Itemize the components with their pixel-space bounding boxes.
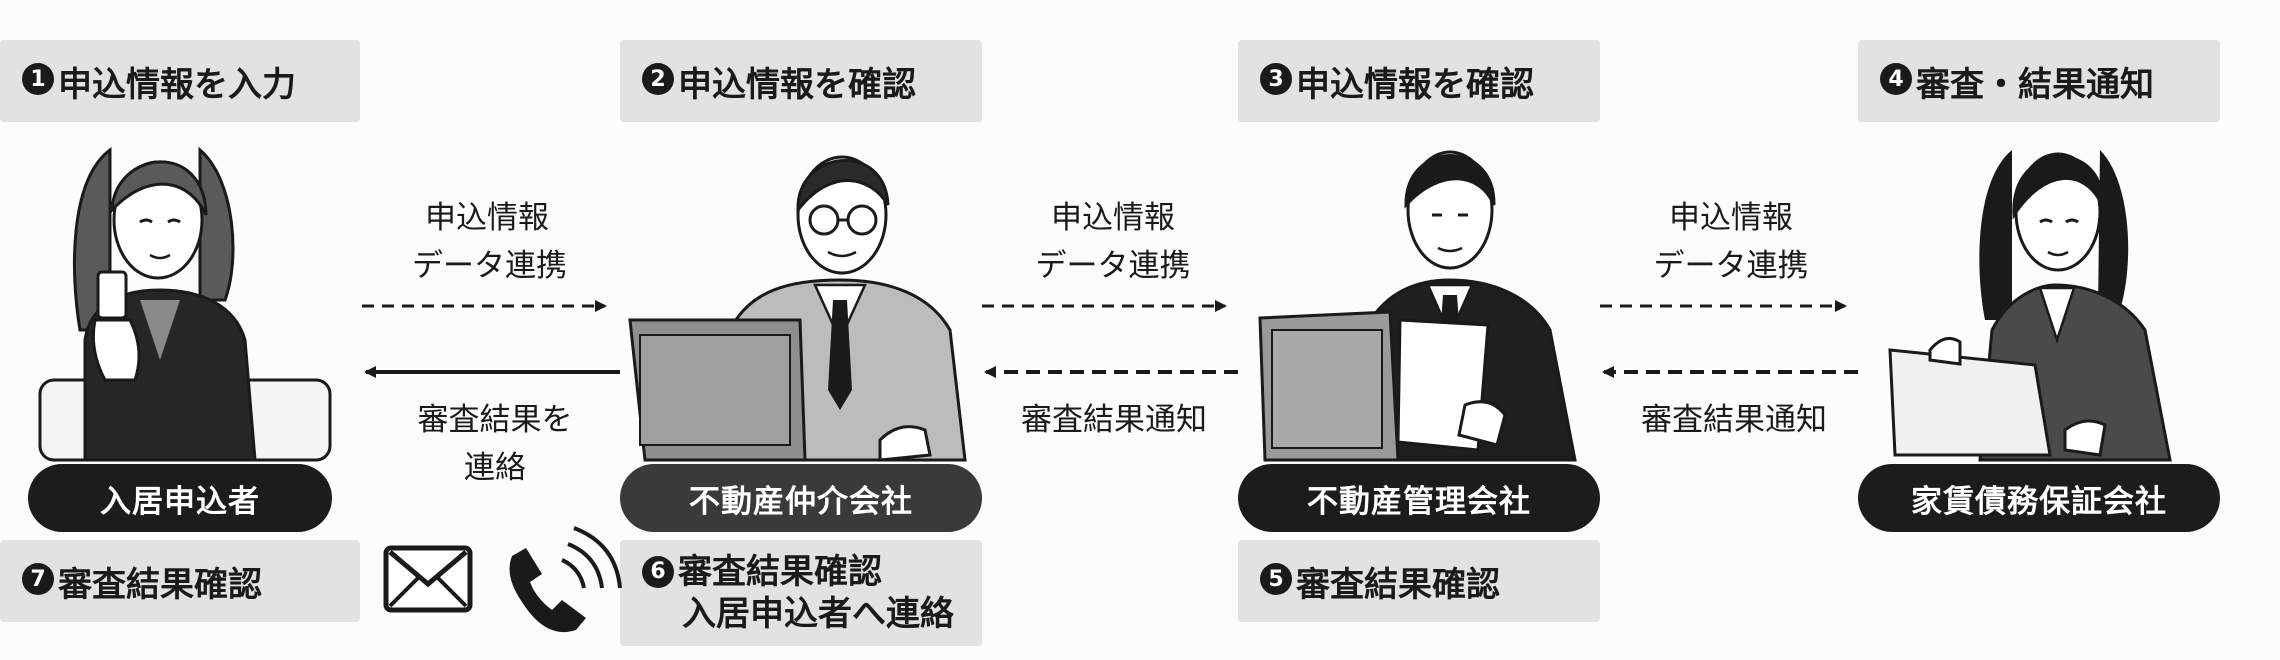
role-manager: 不動産管理会社 [1238, 464, 1600, 532]
broker-illustration [628, 155, 967, 462]
step-1-text: 申込情報を入力 [58, 64, 296, 105]
flow-data-label-1-line2: データ連携 [412, 248, 567, 284]
step-3-number: 3 [1260, 63, 1292, 95]
flow-data-label-2-line2: データ連携 [1035, 248, 1191, 284]
flow-data-label-3: 申込情報 データ連携 [1646, 194, 1816, 290]
flow-contact-label-line1: 審査結果を [417, 402, 573, 438]
guarantor-illustration [1888, 150, 2172, 462]
step-7-text: 審査結果確認 [58, 564, 262, 605]
applicant-illustration [38, 146, 332, 462]
flow-notify-label-2-text: 審査結果通知 [1641, 402, 1827, 438]
step-6-text2: 入居申込者へ連絡 [682, 594, 954, 634]
phone-icon [509, 526, 622, 633]
step-7-number: 7 [22, 563, 54, 595]
flow-notify-label-1: 審査結果通知 [1006, 396, 1222, 444]
flow-data-label-1-line1: 申込情報 [425, 200, 549, 236]
mail-icon [383, 545, 473, 613]
flow-notify-label-1-text: 審査結果通知 [1021, 402, 1207, 438]
role-applicant: 入居申込者 [28, 464, 332, 532]
role-guarantor: 家賃債務保証会社 [1858, 464, 2220, 532]
flow-data-label-3-line1: 申込情報 [1669, 200, 1793, 236]
step-1-number: 1 [22, 63, 54, 95]
step-6-text: 審査結果確認 [678, 552, 882, 592]
flow-data-label-2: 申込情報 データ連携 [1028, 194, 1198, 290]
flow-data-label-1: 申込情報 データ連携 [412, 194, 567, 290]
step-5-number: 5 [1260, 563, 1292, 595]
step-5-text: 審査結果確認 [1296, 564, 1500, 605]
step-2-number: 2 [642, 63, 674, 95]
step-4-text: 審査・結果通知 [1916, 64, 2154, 105]
step-6-number: 6 [642, 555, 674, 588]
flow-data-label-3-line2: データ連携 [1653, 248, 1809, 284]
step-2-text: 申込情報を確認 [678, 64, 916, 105]
flow-contact-label-line2: 連絡 [464, 450, 526, 486]
flow-data-label-2-line1: 申込情報 [1051, 200, 1175, 236]
manager-illustration [1258, 150, 1577, 462]
flow-contact-label: 審査結果を 連絡 [400, 396, 590, 492]
step-4-number: 4 [1880, 63, 1912, 95]
step-3-text: 申込情報を確認 [1296, 64, 1534, 105]
flow-notify-label-2: 審査結果通知 [1626, 396, 1842, 444]
role-broker: 不動産仲介会社 [620, 464, 982, 532]
